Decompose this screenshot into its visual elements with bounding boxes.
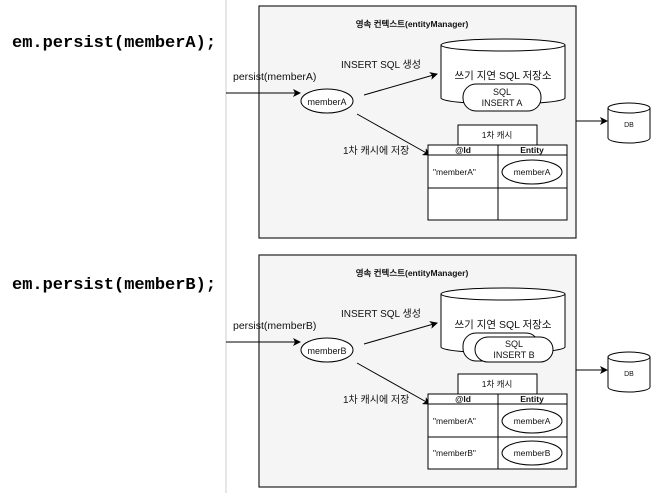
cache-header-id: @Id [455, 394, 471, 404]
sql-store-label: 쓰기 지연 SQL 저장소 [455, 70, 552, 82]
cache-row-id: "memberA" [433, 167, 476, 177]
cache-header-id: @Id [455, 145, 471, 155]
cache-save-label: 1차 캐시에 저장 [343, 145, 409, 157]
sql-store-label: 쓰기 지연 SQL 저장소 [455, 319, 552, 331]
cache-header-entity: Entity [520, 394, 544, 404]
insert-sql-arrow [363, 321, 438, 345]
sql-item [474, 336, 554, 363]
db-cylinder [607, 357, 651, 393]
cache-row-entity: memberA [514, 416, 551, 426]
cache-header-entity: Entity [520, 145, 544, 155]
insert-sql-label: INSERT SQL 생성 [341, 59, 421, 71]
sql-item-line1: SQL [505, 339, 523, 349]
cache-save-label: 1차 캐시에 저장 [343, 394, 409, 406]
entity-node [300, 337, 354, 363]
sql-item-line1: SQL [493, 87, 511, 97]
context-title: 영속 컨텍스트(entityManager) [356, 268, 469, 278]
db-cylinder-top [607, 102, 651, 114]
sql-store-cylinder-top [440, 38, 566, 52]
panel-step-1: 영속 컨텍스트(entityManager) persist(memberA) me… [226, 5, 651, 239]
persist-label: persist(memberA) [233, 71, 316, 83]
entity-label: memberB [307, 346, 346, 356]
persist-label: persist(memberB) [233, 320, 316, 332]
cache-row-id: "memberB" [433, 448, 476, 458]
code-persist-memberA: em.persist(memberA); [12, 34, 217, 53]
code-persist-memberB: em.persist(memberB); [12, 276, 217, 295]
sql-item-line2: INSERT B [493, 350, 534, 360]
cache-row-entity-node [501, 408, 563, 434]
db-label: DB [624, 371, 634, 378]
cache-label: 1차 캐시 [482, 379, 513, 389]
sql-store-cylinder-top [440, 287, 566, 301]
cache-row-id: "memberA" [433, 416, 476, 426]
db-cylinder [607, 108, 651, 144]
db-label: DB [624, 122, 634, 129]
sql-item [462, 83, 542, 112]
context-title: 영속 컨텍스트(entityManager) [356, 19, 469, 29]
cache-save-arrow [356, 113, 431, 156]
entity-label: memberA [307, 97, 346, 107]
insert-sql-label: INSERT SQL 생성 [341, 308, 421, 320]
cache-save-arrow [356, 362, 431, 405]
entity-node [300, 88, 354, 114]
cache-row-entity: memberB [514, 448, 551, 458]
db-cylinder-top [607, 351, 651, 363]
cache-row-entity: memberA [514, 167, 551, 177]
cache-row-entity-node [501, 440, 563, 466]
cache-row-entity-node [501, 159, 563, 185]
cache-label: 1차 캐시 [482, 130, 513, 140]
panel-step-2: 영속 컨텍스트(entityManager) persist(memberB) me… [226, 254, 651, 488]
sql-item-line2: INSERT A [482, 98, 523, 108]
insert-sql-arrow [363, 72, 438, 96]
